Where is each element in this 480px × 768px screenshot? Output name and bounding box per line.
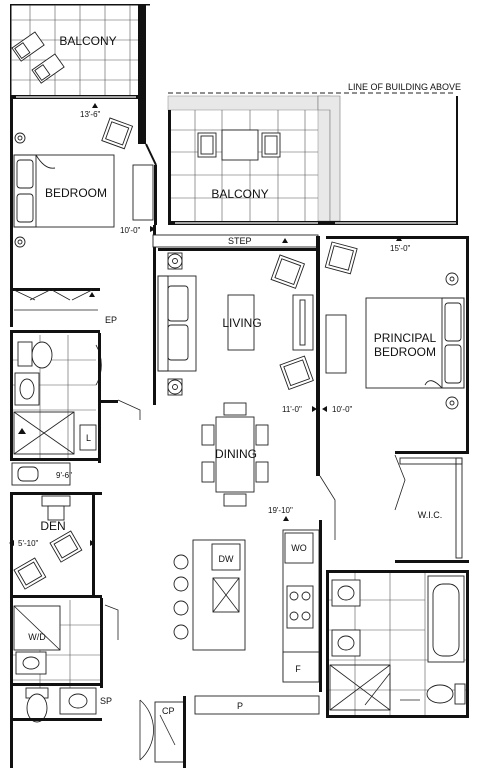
building-line-note: LINE OF BUILDING ABOVE [348,82,461,92]
living-depth-dim: 11'-0" [282,405,302,414]
step-label: STEP [228,236,252,246]
kitchen: 19'-10" DW WO F P CP [154,506,322,768]
principal-width-dim: 15'-0" [390,244,411,253]
principal-bedroom: 15'-0" PRINCIPAL BEDROOM 10'-0" W.I.C. [319,236,469,563]
washer-oven-label: WO [291,543,307,553]
west-balcony: BALCONY 13'-6" [10,4,150,144]
living-label: LIVING [222,316,261,330]
den-width-dim: 9'-6" [56,471,72,480]
principal-depth-dim: 10'-0" [332,405,353,414]
kitchen-dim: 19'-10" [268,506,293,515]
wic-label: W.I.C. [418,510,443,520]
fridge-label: F [295,664,301,674]
dining-area: DINING [201,402,269,507]
den-label: DEN [40,519,65,533]
principal-label-line2: BEDROOM [374,345,436,359]
sump-pump-label: SP [100,696,112,706]
bedroom: BEDROOM 10'-0" EP [10,97,157,333]
dining-label: DINING [215,447,257,461]
washer-dryer-label: W/D [28,632,46,642]
principal-label-line1: PRINCIPAL [374,331,437,345]
bedroom-depth-dim: 10'-0" [120,226,141,235]
living-room: STEP LIVING 11'-0" [152,225,320,476]
main-balcony-label: BALCONY [211,187,268,201]
den: 9'-6" DEN 5'-10" [9,462,102,598]
west-balcony-width-dim: 13'-6" [80,110,101,119]
den-depth-dim: 5'-10" [18,539,39,548]
dishwasher-label: DW [219,554,234,564]
main-balcony: LINE OF BUILDING ABOVE BALCONY [167,82,461,225]
west-balcony-label: BALCONY [59,34,116,48]
laundry-and-powder: W/D SP [10,598,154,768]
electrical-panel-label: EP [105,315,117,325]
coat-closet-label: CP [162,706,175,716]
linen-closet-label: L [86,433,91,443]
bedroom-label: BEDROOM [45,186,107,200]
ensuite-bathroom [326,570,469,718]
west-bathroom: L [10,333,141,463]
pantry-label: P [237,701,243,711]
